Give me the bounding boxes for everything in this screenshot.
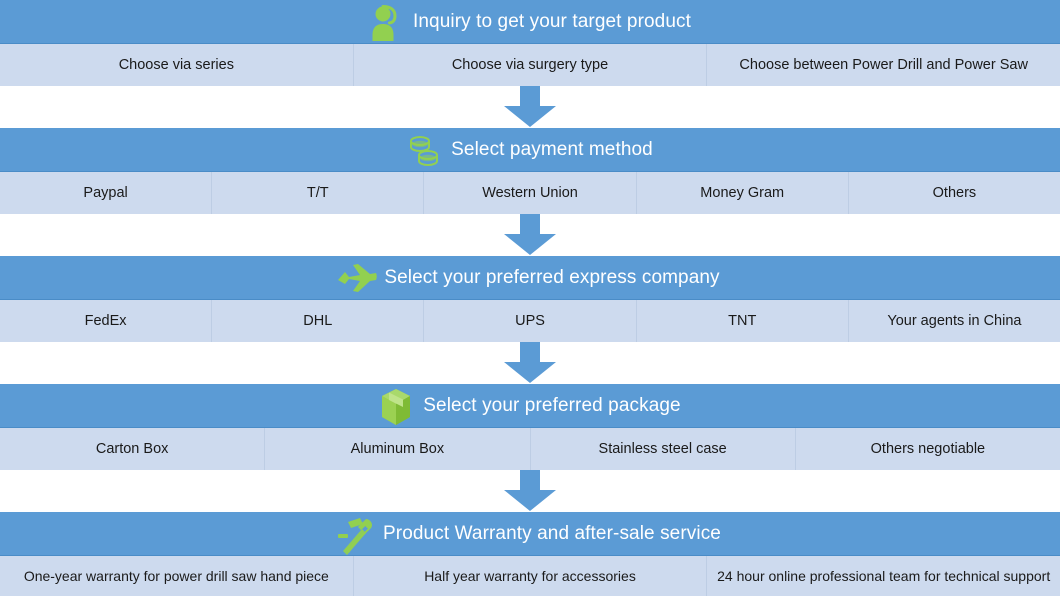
option-carton-box[interactable]: Carton Box [0, 428, 266, 470]
stage-title-payment: Select payment method [451, 138, 653, 160]
option-ups[interactable]: UPS [424, 300, 637, 342]
option-others-payment[interactable]: Others [932, 184, 977, 201]
option-others-negotiable[interactable]: Others negotiable [870, 440, 986, 457]
stage-header-payment: Select payment method [0, 128, 1060, 172]
stage-title-inquiry: Inquiry to get your target product [413, 10, 691, 32]
option-fedex[interactable]: FedEx [0, 300, 213, 342]
stage-header-package: Select your preferred package [0, 384, 1060, 428]
arrow-down-to-package [502, 342, 558, 384]
stage-payment: Select payment method Paypal T/T Western… [0, 128, 1060, 214]
stage-inquiry: Inquiry to get your target product Choos… [0, 0, 1060, 86]
option-choose-drill-or-saw[interactable]: Choose between Power Drill and Power Saw [739, 56, 1028, 73]
option-stainless-steel-case[interactable]: Stainless steel case [531, 428, 796, 470]
option-western-union[interactable]: Western Union [424, 172, 637, 214]
arrow-down-to-payment [502, 86, 558, 128]
option-choose-via-series[interactable]: Choose via series [0, 44, 354, 86]
stage-title-package: Select your preferred package [423, 394, 681, 416]
stage-warranty: Product Warranty and after-sale service … [0, 512, 1060, 596]
package-box-icon [379, 388, 413, 426]
option-paypal[interactable]: Paypal [0, 172, 213, 214]
stage-header-inquiry: Inquiry to get your target product [0, 0, 1060, 44]
option-money-gram[interactable]: Money Gram [637, 172, 849, 214]
option-row-payment: Paypal T/T Western Union Money Gram Othe… [0, 172, 1060, 214]
option-dhl[interactable]: DHL [212, 300, 425, 342]
stage-title-warranty: Product Warranty and after-sale service [383, 522, 721, 544]
option-choose-via-surgery-type[interactable]: Choose via surgery type [354, 44, 708, 86]
option-row-package: Carton Box Aluminum Box Stainless steel … [0, 428, 1060, 470]
option-row-express: FedEx DHL UPS TNT Your agents in China [0, 300, 1060, 342]
option-tnt[interactable]: TNT [637, 300, 849, 342]
option-tt[interactable]: T/T [212, 172, 425, 214]
arrow-down-to-warranty [502, 470, 558, 512]
coins-icon [407, 132, 441, 170]
stage-header-warranty: Product Warranty and after-sale service [0, 512, 1060, 556]
person-headset-icon [369, 4, 403, 42]
arrow-down-to-express [502, 214, 558, 256]
stage-express: Select your preferred express company Fe… [0, 256, 1060, 342]
option-your-agents-in-china[interactable]: Your agents in China [887, 312, 1022, 329]
option-24-hour-support[interactable]: 24 hour online professional team for tec… [717, 567, 1051, 584]
stage-header-express: Select your preferred express company [0, 256, 1060, 300]
airplane-icon [338, 260, 378, 298]
hammer-wrench-icon [338, 516, 373, 555]
option-half-year-warranty[interactable]: Half year warranty for accessories [354, 556, 708, 596]
option-one-year-warranty[interactable]: One-year warranty for power drill saw ha… [0, 556, 354, 596]
option-row-warranty: One-year warranty for power drill saw ha… [0, 556, 1060, 596]
option-row-inquiry: Choose via series Choose via surgery typ… [0, 44, 1060, 86]
option-aluminum-box[interactable]: Aluminum Box [265, 428, 531, 470]
stage-package: Select your preferred package Carton Box… [0, 384, 1060, 470]
stage-title-express: Select your preferred express company [384, 266, 720, 288]
